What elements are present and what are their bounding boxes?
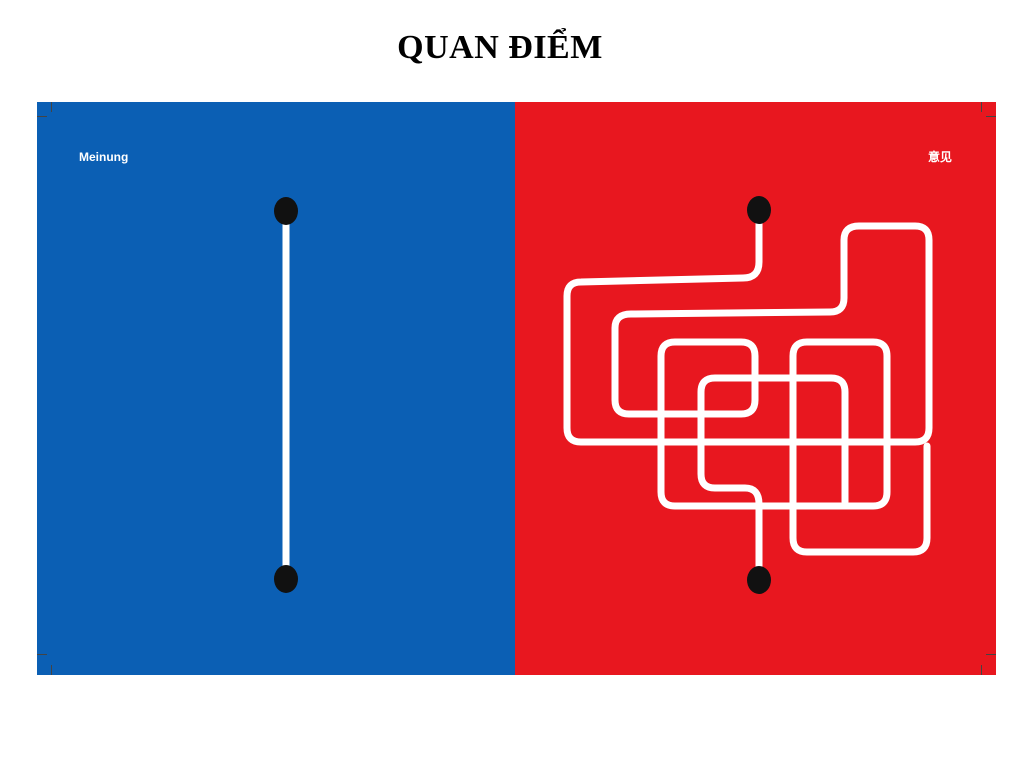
crop-mark: [986, 116, 996, 117]
panel-label-chinese: 意见: [927, 150, 952, 164]
tangled-line-graphic: [563, 196, 933, 594]
crop-mark: [37, 654, 47, 655]
tangled-line: [563, 210, 933, 556]
end-dot: [747, 566, 771, 594]
crop-mark: [51, 665, 52, 675]
left-panel: Meinung: [37, 102, 515, 675]
crop-mark: [986, 654, 996, 655]
start-dot: [274, 197, 298, 225]
crop-mark: [981, 102, 982, 112]
comparison-illustration: Meinung 意见: [37, 102, 996, 675]
crop-mark: [37, 116, 47, 117]
panel-label-german: Meinung: [79, 150, 129, 164]
straight-line-graphic: [274, 197, 298, 593]
crop-mark: [51, 102, 52, 112]
tangled-line-inner: [697, 374, 931, 584]
start-dot: [747, 196, 771, 224]
page-title: QUAN ĐIỂM: [397, 29, 603, 66]
crop-mark: [981, 665, 982, 675]
right-panel: 意见: [515, 102, 996, 675]
end-dot: [274, 565, 298, 593]
